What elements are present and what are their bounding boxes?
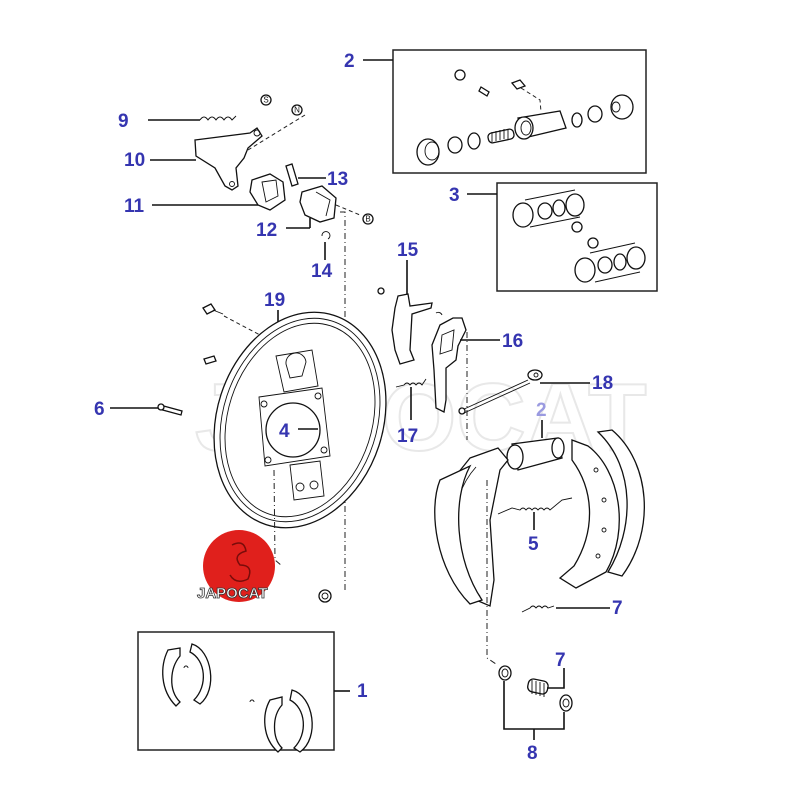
bolt-upper[interactable]: [202, 303, 263, 337]
callout-18[interactable]: 17: [397, 426, 418, 447]
svg-text:B: B: [365, 215, 370, 224]
part-group-1-shoe-set[interactable]: [137, 631, 350, 753]
ref-mark-b: B: [362, 213, 374, 225]
part-9-hold-down-cup-a[interactable]: [498, 665, 512, 681]
part-19-rod[interactable]: [458, 369, 590, 415]
part-7-hold-down-pin[interactable]: [110, 403, 183, 416]
part-13-bellcrank[interactable]: [286, 185, 337, 229]
callout-19[interactable]: 18: [592, 373, 613, 394]
part-10-spring[interactable]: [148, 115, 237, 121]
logo-text: JAPOCAT: [197, 585, 268, 602]
leader-line-9: [503, 681, 565, 740]
callout-16[interactable]: 15: [397, 240, 419, 261]
callout-3[interactable]: 3: [449, 185, 460, 206]
part-6-return-spring[interactable]: [521, 605, 610, 613]
kit-box-3: [496, 182, 658, 292]
part-9-hold-down-cup-b[interactable]: [559, 694, 573, 712]
part-2-wheel-cylinder-installed[interactable]: [506, 437, 565, 471]
callout-2-installed[interactable]: 2: [536, 400, 547, 421]
callout-8[interactable]: 7: [555, 650, 566, 671]
ref-mark-n: N: [291, 104, 303, 116]
part-5-strut-spring[interactable]: [497, 497, 573, 530]
callout-1[interactable]: 1: [357, 681, 368, 702]
part-4-backing-plate[interactable]: [187, 290, 413, 551]
part-14-pin[interactable]: [285, 163, 326, 187]
logo-red-circle: [203, 530, 275, 602]
brake-shoes-installed[interactable]: [434, 429, 645, 607]
part-group-2-wheel-cylinder-kit[interactable]: [363, 49, 647, 174]
part-16-adjusting-lever[interactable]: [377, 260, 443, 365]
callout-20[interactable]: 19: [264, 290, 285, 311]
callout-17[interactable]: 16: [502, 331, 523, 352]
callout-4[interactable]: 4: [279, 421, 290, 442]
part-17-parking-lever[interactable]: [431, 317, 500, 413]
callout-12[interactable]: 11: [124, 196, 145, 217]
svg-text:S: S: [263, 96, 268, 105]
callout-14[interactable]: 13: [327, 169, 348, 190]
nut-left[interactable]: [203, 355, 217, 365]
part-15-clip[interactable]: [321, 231, 331, 260]
svg-text:N: N: [294, 106, 300, 115]
logo-dragon-icon: [229, 542, 251, 582]
japocat-logo: JAPOCAT: [197, 530, 275, 602]
callout-9[interactable]: 8: [527, 743, 538, 764]
callout-6[interactable]: 7: [612, 598, 623, 619]
callout-10[interactable]: 9: [118, 111, 129, 132]
callout-15[interactable]: 14: [311, 261, 333, 282]
nut-lower[interactable]: [318, 589, 332, 603]
part-11-lever[interactable]: [150, 127, 263, 191]
part-8-hold-down-spring[interactable]: [527, 668, 565, 697]
part-12-boot[interactable]: [152, 173, 286, 211]
kit-box-2: [392, 49, 647, 174]
callout-7[interactable]: 6: [94, 399, 105, 420]
callout-5[interactable]: 5: [528, 534, 539, 555]
part-group-3-cup-kit[interactable]: [467, 182, 658, 292]
callout-11[interactable]: 10: [124, 150, 145, 171]
callout-13[interactable]: 12: [256, 220, 277, 241]
part-18-spring[interactable]: [395, 378, 427, 420]
ref-mark-s: S: [260, 94, 272, 106]
callout-2[interactable]: 2: [344, 51, 355, 72]
leader-line-8: [547, 668, 565, 689]
